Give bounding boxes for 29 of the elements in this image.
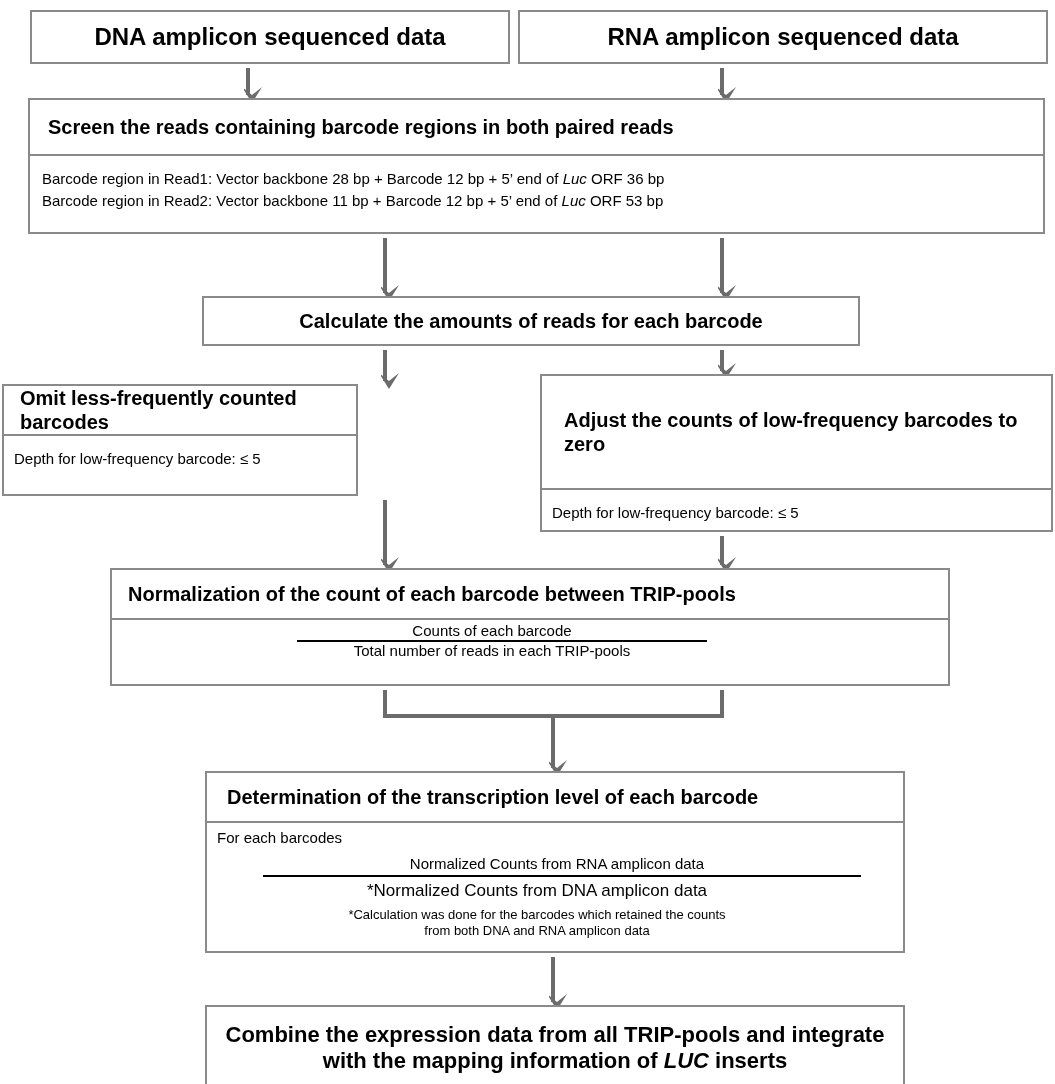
threshold-note: Depth for low-frequency barcode: ≤ 5 xyxy=(552,504,799,522)
step-heading: Calculate the amounts of reads for each barcode xyxy=(299,309,763,333)
step-heading: Omit less-frequently counted barcodes xyxy=(20,386,298,434)
step-note: For each barcodes xyxy=(217,829,343,847)
process-box xyxy=(205,771,905,953)
region-note: Barcode region in Read2: Vector backbone 11 bp + Barcode 12 bp + 5’ end of Luc ORF 53 bp xyxy=(42,192,664,210)
step-heading: Normalization of the count of each barcode between TRIP-pools xyxy=(128,582,736,606)
formula-numerator: Normalized Counts from RNA amplicon data xyxy=(408,855,706,873)
footnote: *Calculation was done for the barcodes which retained the counts from both DNA and RNA amplicon data xyxy=(347,907,727,939)
process-box xyxy=(205,1005,905,1084)
formula-denominator: *Normalized Counts from DNA amplicon data xyxy=(365,881,709,902)
arrow xyxy=(379,350,399,389)
threshold-note: Depth for low-frequency barcode: ≤ 5 xyxy=(14,450,261,468)
step-heading: Combine the expression data from all TRIP-pools and integrate with the mapping information of LUC inserts xyxy=(224,1021,886,1075)
step-heading: Determination of the transcription level of each barcode xyxy=(227,785,759,809)
region-note: Barcode region in Read1: Vector backbone 28 bp + Barcode 12 bp + 5’ end of Luc ORF 36 bp xyxy=(42,170,665,188)
process-box xyxy=(540,374,1053,532)
step-heading: Screen the reads containing barcode regions in both paired reads xyxy=(48,115,674,139)
step-heading: Adjust the counts of low-frequency barcodes to zero xyxy=(564,408,1019,456)
formula-denominator: Total number of reads in each TRIP-pools xyxy=(352,642,632,660)
process-box xyxy=(2,384,358,496)
process-box xyxy=(28,98,1045,234)
step-heading: DNA amplicon sequenced data xyxy=(94,22,446,52)
process-box xyxy=(30,10,510,64)
formula-numerator: Counts of each barcode xyxy=(411,622,573,640)
process-box xyxy=(518,10,1048,64)
process-box xyxy=(202,296,860,346)
step-heading: RNA amplicon sequenced data xyxy=(607,22,959,52)
process-box xyxy=(110,568,950,686)
